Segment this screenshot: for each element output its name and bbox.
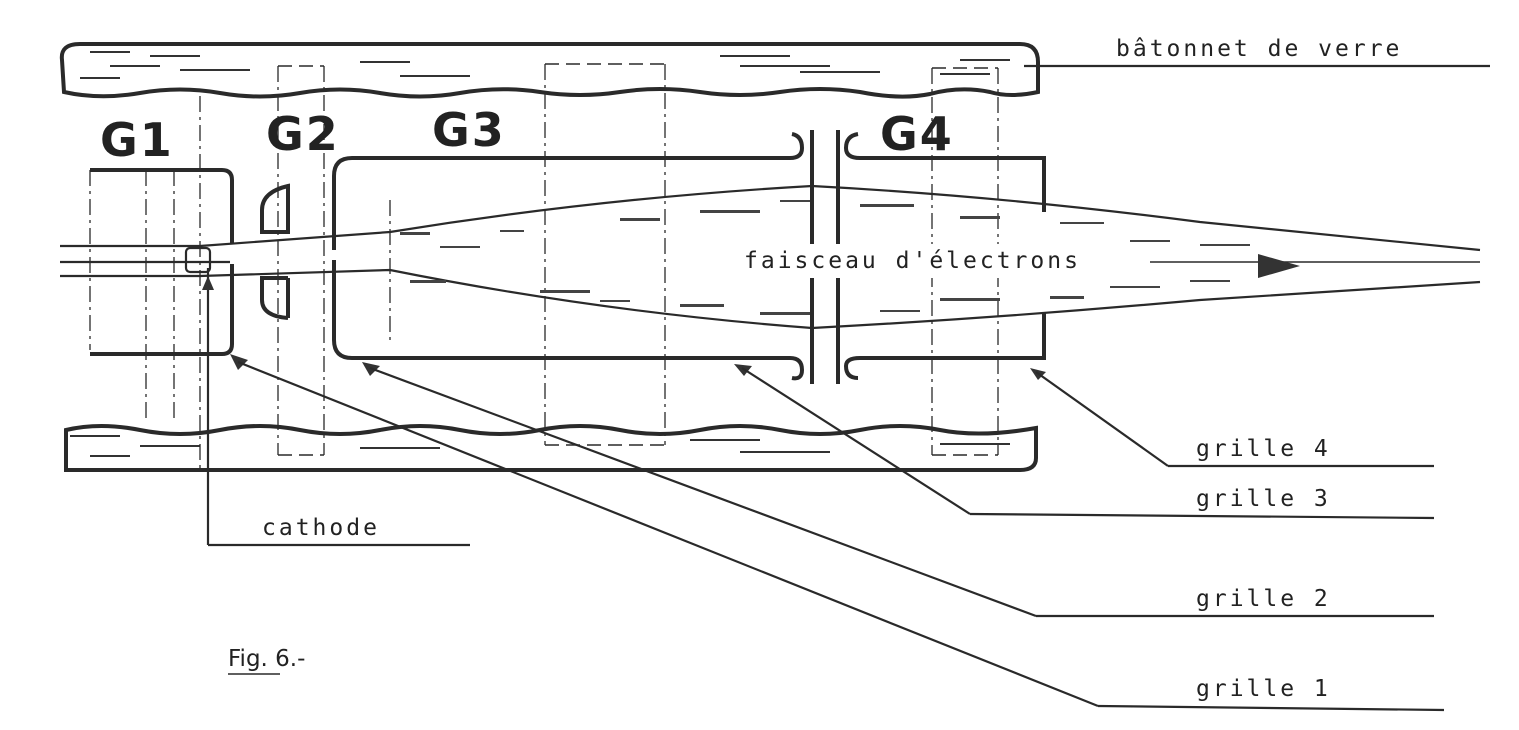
support-outlines — [89, 63, 999, 470]
g4-label: G4 — [880, 107, 954, 161]
figure-caption: Fig. 6.- — [228, 646, 305, 672]
beam-label: faisceau d'électrons — [744, 248, 1081, 274]
cathode-label: cathode — [262, 515, 380, 541]
glass-rod-top-hatching — [80, 51, 1010, 79]
g3-label: G3 — [432, 103, 506, 157]
glass-rod-bottom-hatching — [70, 435, 1010, 457]
grid-2-leader — [362, 362, 1434, 618]
g1-label: G1 — [100, 113, 174, 167]
g2-label: G2 — [266, 107, 340, 161]
grid-1-leader — [230, 354, 1445, 712]
glass-rod-top — [59, 42, 1040, 99]
grid-3-leader — [734, 364, 1435, 520]
glass-rod-label: bâtonnet de verre — [1116, 36, 1402, 62]
grid-1-electrode — [90, 168, 234, 356]
grid-2-electrode — [260, 183, 290, 320]
grid-4-label: grille 4 — [1196, 436, 1331, 462]
grid-1-label: grille 1 — [1196, 676, 1331, 702]
electron-beam: faisceau d'électrons — [60, 184, 1481, 330]
beam-stipple — [400, 200, 1250, 315]
grid-2-label: grille 2 — [1196, 586, 1331, 612]
grid-4-leader — [1030, 368, 1434, 468]
cathode-element — [184, 246, 214, 545]
grid-3-label: grille 3 — [1196, 486, 1331, 512]
